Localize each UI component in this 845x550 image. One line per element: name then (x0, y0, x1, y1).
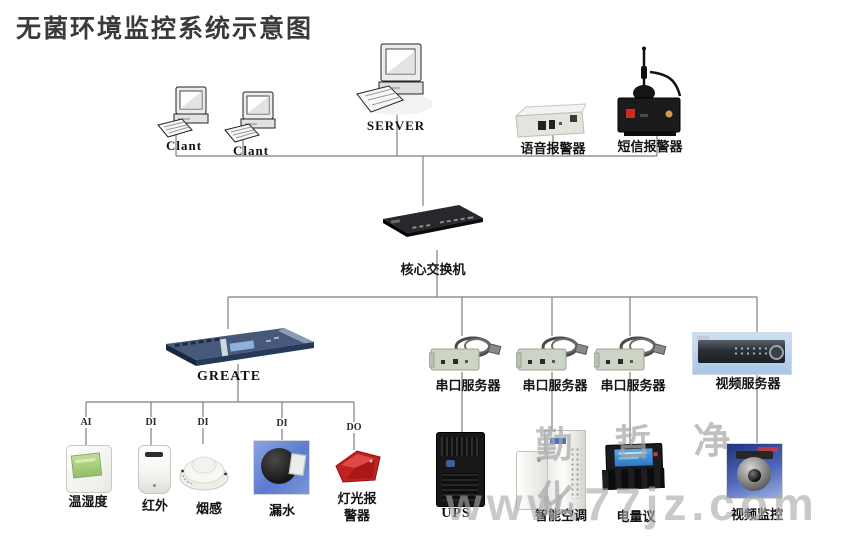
ac-cabinet-back (544, 430, 586, 510)
infrared-sensor-image (138, 445, 171, 494)
core-switch-label: 核心交换机 (400, 262, 466, 277)
ups-logo (446, 460, 455, 467)
video-monitor-camera-image (726, 443, 783, 499)
io-label-do: DO (344, 422, 364, 433)
smoke-label: 烟感 (195, 501, 223, 516)
io-label-ai: AI (78, 417, 94, 428)
smart-ac-label: 智能空调 (534, 508, 588, 523)
lcd-screen (70, 452, 103, 479)
client2-label: Clant (232, 143, 270, 158)
ac-cabinet-front (516, 451, 548, 510)
video-server-label: 视频服务器 (715, 376, 781, 391)
power-meter-label: 电量议 (616, 509, 656, 524)
ups-bottom-vent (442, 473, 478, 501)
meter-base (602, 467, 665, 491)
serial-server2-image (515, 334, 592, 379)
video-server-image (692, 332, 792, 375)
page-title: 无菌环境监控系统示意图 (16, 15, 314, 43)
voice-alarm-image (512, 102, 587, 144)
ir-led (153, 484, 156, 487)
drop-lines-bottom (461, 371, 758, 444)
temp-humidity-sensor-image (66, 445, 112, 493)
ac-knob (537, 458, 541, 462)
dvr-logo (697, 336, 709, 340)
light-alarm-image (333, 448, 383, 493)
io-label-di1: DI (143, 417, 159, 428)
camera-photo-logo (758, 447, 778, 452)
serial-server1-image (428, 334, 505, 379)
sms-alarm-image (616, 46, 688, 143)
temp-humidity-label: 温湿度 (68, 494, 108, 509)
ac-brand-tag (550, 438, 566, 444)
core-switch-image (381, 203, 485, 242)
light-alarm-label-line1: 灯光报 (337, 491, 377, 506)
smart-ac-image (516, 430, 586, 510)
drop-lines-mid (227, 297, 758, 336)
serial-server2-label: 串口服务器 (522, 378, 588, 393)
ir-lens (145, 452, 163, 457)
io-label-di3: DI (274, 418, 290, 429)
client2-computer-icon (223, 90, 285, 149)
serial-server1-label: 串口服务器 (435, 378, 501, 393)
dvr-buttons (733, 346, 767, 357)
leak-cable (288, 453, 307, 476)
io-label-di2: DI (195, 417, 211, 428)
greate-label: GREATE (196, 369, 262, 384)
ups-top-vent (441, 437, 479, 456)
smoke-detector-image (178, 443, 230, 498)
meter-screen (614, 448, 653, 467)
water-leak-sensor-image (253, 440, 310, 495)
water-leak-label: 漏水 (268, 503, 296, 518)
client1-label: Clant (165, 138, 203, 153)
infrared-label: 红外 (141, 498, 169, 513)
server-label: SERVER (366, 118, 426, 133)
server-computer-icon (355, 42, 435, 123)
video-monitor-label: 视频监控 (730, 507, 784, 522)
camera-bracket (736, 451, 773, 459)
drop-lines-top (175, 114, 658, 206)
camera-lens (748, 469, 761, 482)
ac-vent-holes (570, 447, 582, 499)
light-alarm-label-line2: 警器 (343, 508, 371, 523)
serial-server3-image (593, 334, 670, 379)
client1-computer-icon (156, 85, 218, 144)
greate-controller-image (166, 326, 314, 373)
dvr-jog-dial (769, 345, 784, 360)
meter-led (653, 452, 658, 457)
power-meter-image (601, 442, 665, 491)
ups-label: UPS (441, 506, 471, 521)
serial-server3-label: 串口服务器 (600, 378, 666, 393)
voice-alarm-label: 语音报警器 (520, 141, 586, 156)
sms-alarm-label: 短信报警器 (617, 139, 683, 154)
ups-image (436, 432, 485, 507)
